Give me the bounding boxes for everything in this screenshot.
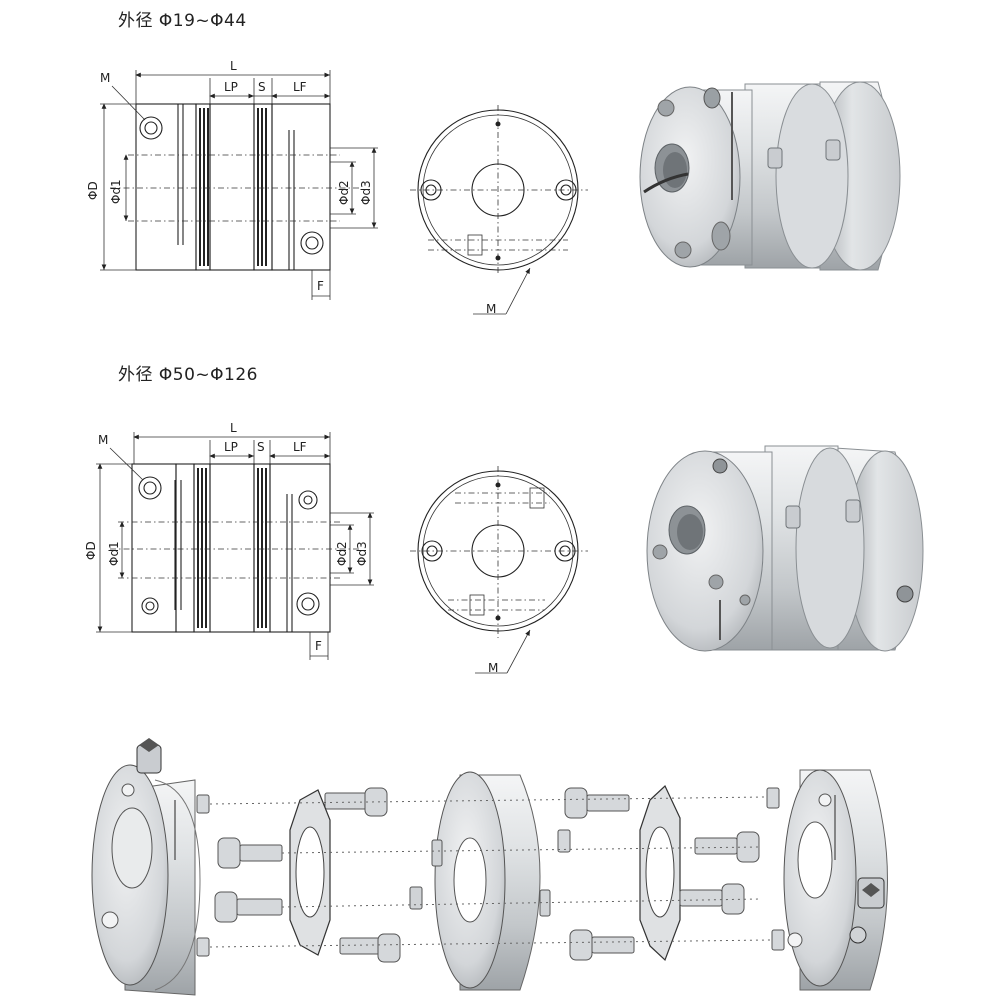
- dim-label-M: M: [100, 71, 110, 85]
- dim-label-LF-2: LF: [293, 440, 307, 454]
- front-view-drawing-2: M: [410, 466, 588, 675]
- dim-label-LF: LF: [293, 80, 307, 94]
- dim-label-d3: Φd3: [359, 180, 373, 205]
- dim-label-d2: Φd2: [337, 180, 351, 205]
- exploded-bolts-right: [557, 787, 785, 961]
- coupling-render-2: [646, 445, 924, 652]
- dim-label-F: F: [317, 279, 324, 293]
- section-title-small-range: 外径 Φ19~Φ44: [118, 11, 247, 31]
- dim-label-D: ΦD: [86, 181, 100, 200]
- front-view-drawing-1: M: [410, 105, 588, 316]
- exploded-bolts-left: [196, 787, 401, 963]
- dim-label-d2-2: Φd2: [335, 541, 349, 566]
- dim-label-L: L: [230, 59, 237, 73]
- exploded-diaphragm-left: [289, 789, 331, 956]
- exploded-assembly-view: [91, 738, 888, 996]
- dim-label-LP-2: LP: [224, 440, 238, 454]
- coupling-render-1: [639, 81, 901, 271]
- dim-label-M-front-2: M: [488, 661, 498, 675]
- dim-label-D-2: ΦD: [84, 541, 98, 560]
- dim-label-M-front-1: M: [486, 302, 496, 316]
- exploded-right-hub: [783, 769, 888, 991]
- dim-label-d1-2: Φd1: [107, 541, 121, 566]
- exploded-left-hub: [91, 738, 201, 996]
- dim-label-d3-2: Φd3: [355, 541, 369, 566]
- side-view-drawing-1: L LP S LF M: [86, 59, 378, 300]
- dim-label-LP: LP: [224, 80, 238, 94]
- dim-label-M-2: M: [98, 433, 108, 447]
- dim-label-S: S: [258, 80, 266, 94]
- dim-label-d1: Φd1: [109, 179, 123, 204]
- exploded-diaphragm-right: [639, 784, 681, 962]
- dim-label-F-2: F: [315, 639, 322, 653]
- exploded-center-spacer: [409, 771, 551, 991]
- side-view-drawing-2: L LP S LF M ΦD Φ: [84, 421, 374, 660]
- section-title-large-range: 外径 Φ50~Φ126: [118, 365, 258, 385]
- dim-label-S-2: S: [257, 440, 265, 454]
- dim-label-L-2: L: [230, 421, 237, 435]
